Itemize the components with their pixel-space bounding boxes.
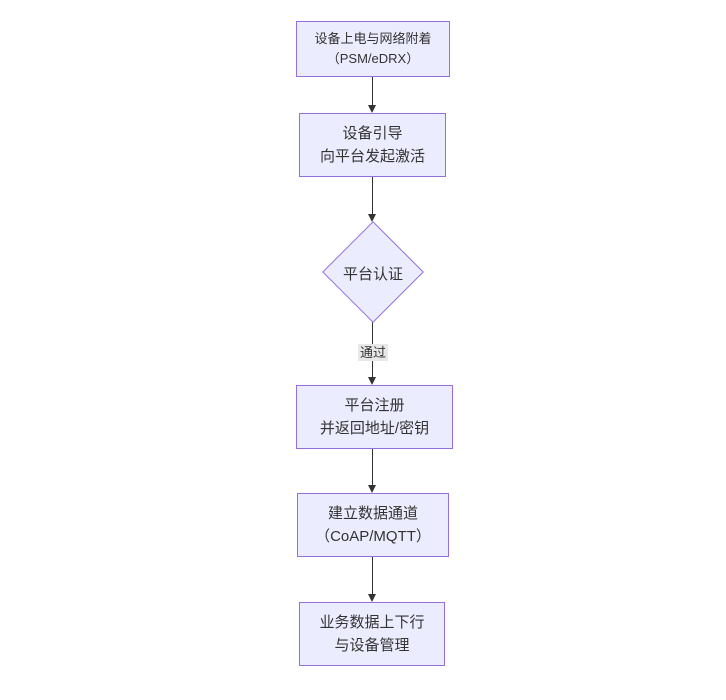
arrowhead-icon: [368, 214, 376, 222]
edge-bootstrap-to-auth: [372, 177, 373, 215]
node-power-on: 设备上电与网络附着 （PSM/eDRX）: [296, 21, 450, 77]
node-power-on-label: 设备上电与网络附着 （PSM/eDRX）: [314, 31, 432, 66]
edge-label-pass: 通过: [357, 344, 389, 361]
edge-power-on-to-bootstrap: [372, 77, 373, 106]
node-channel-label: 建立数据通道 （CoAP/MQTT）: [315, 505, 431, 545]
arrowhead-icon: [368, 485, 376, 493]
node-bootstrap-label: 设备引导 向平台发起激活: [319, 125, 425, 165]
arrowhead-icon: [368, 594, 376, 602]
node-register-label: 平台注册 并返回地址/密钥: [319, 397, 430, 437]
edge-register-to-channel: [372, 449, 373, 486]
node-business-label: 业务数据上下行 与设备管理: [319, 614, 425, 654]
node-bootstrap: 设备引导 向平台发起激活: [299, 113, 446, 177]
arrowhead-icon: [368, 105, 376, 113]
node-auth-label: 平台认证: [342, 266, 403, 283]
node-business: 业务数据上下行 与设备管理: [299, 602, 445, 666]
node-register: 平台注册 并返回地址/密钥: [296, 385, 453, 449]
arrowhead-icon: [368, 377, 376, 385]
node-channel: 建立数据通道 （CoAP/MQTT）: [297, 493, 449, 557]
edge-channel-to-business: [372, 557, 373, 595]
